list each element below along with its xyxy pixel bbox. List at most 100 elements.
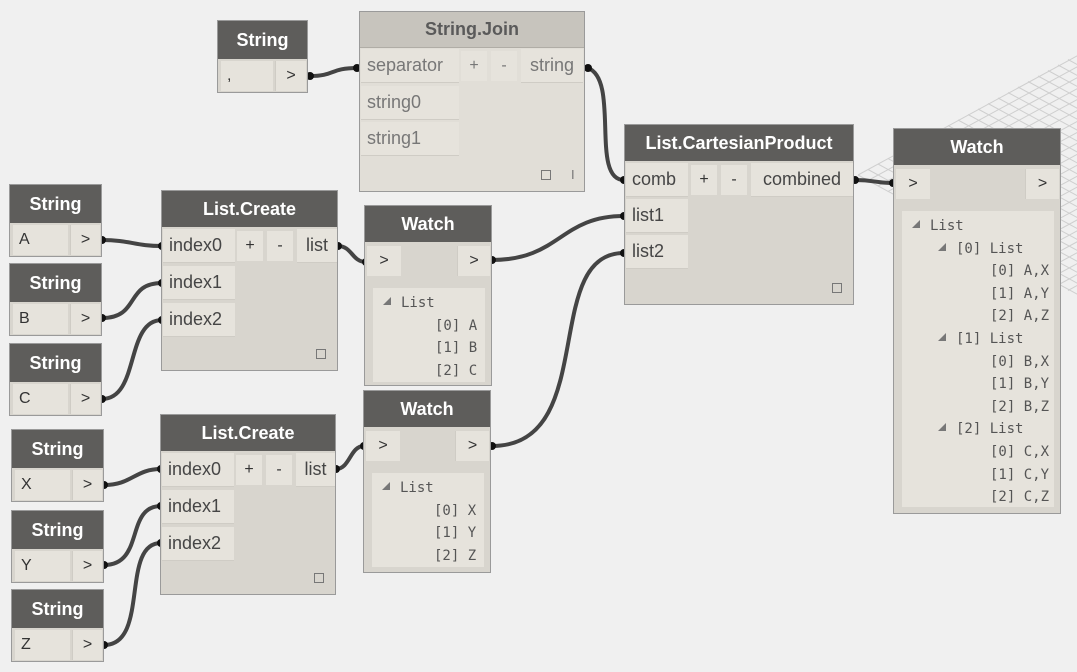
string-node-y[interactable]: String Y > [11, 510, 104, 583]
string-node-x[interactable]: String X > [11, 429, 104, 502]
node-title: Watch [365, 206, 491, 242]
preview-toggle-icon[interactable] [832, 283, 842, 293]
tree-row[interactable]: List [372, 477, 484, 500]
wire-join-to-comb[interactable] [586, 66, 626, 182]
output-port[interactable]: > [72, 551, 102, 581]
output-port[interactable]: > [70, 304, 100, 334]
string-value-input[interactable]: B [13, 304, 68, 334]
node-title: String [10, 344, 101, 382]
wire-watch1-to-list1[interactable] [490, 214, 626, 262]
string-node-separator[interactable]: String , > [217, 20, 308, 93]
input-port-list2[interactable]: list2 [626, 235, 688, 269]
input-port[interactable]: > [367, 246, 401, 276]
list-cartesian-product-node[interactable]: List.CartesianProduct comb + - combined … [624, 124, 854, 305]
node-title: List.Create [161, 415, 335, 451]
watch-node-2[interactable]: Watch > > List [0] X [1] Y [2] Z [363, 390, 491, 573]
output-port[interactable]: > [275, 61, 306, 91]
output-port[interactable]: > [72, 470, 102, 500]
watch-output-tree: List [0] List [0] A,X [1] A,Y [2] A,Z [1… [902, 211, 1054, 507]
string-node-z[interactable]: String Z > [11, 589, 104, 662]
tree-row[interactable]: List [902, 215, 1054, 238]
remove-input-button[interactable]: - [266, 455, 292, 485]
wire-c-to-index2[interactable] [100, 318, 164, 401]
output-port[interactable]: > [1025, 169, 1059, 199]
wire-a-to-index0[interactable] [100, 238, 164, 248]
node-title: List.CartesianProduct [625, 125, 853, 161]
node-title: List.Create [162, 191, 337, 227]
collapse-triangle-icon[interactable] [912, 220, 920, 228]
watch-node-3[interactable]: Watch > > List [0] List [0] A,X [1] A,Y … [893, 128, 1061, 514]
tree-row[interactable]: [1] List [902, 328, 1054, 351]
string-node-b[interactable]: String B > [9, 263, 102, 336]
output-port[interactable]: > [70, 384, 100, 414]
collapse-triangle-icon[interactable] [383, 297, 391, 305]
wire-watch2-to-list2[interactable] [490, 251, 626, 448]
tree-row: [2] B,Z [990, 398, 1050, 415]
add-input-button[interactable]: + [691, 165, 717, 195]
string-node-c[interactable]: String C > [9, 343, 102, 416]
wire-list1-to-watch1[interactable] [336, 244, 368, 264]
collapse-triangle-icon[interactable] [938, 423, 946, 432]
wire-z-to-index2[interactable] [102, 541, 163, 647]
wire-sep-to-join[interactable] [308, 66, 359, 78]
input-port-comb[interactable]: comb [626, 163, 688, 197]
watch-node-1[interactable]: Watch > > List [0] A [1] B [2] C [364, 205, 492, 386]
tree-row[interactable]: [0] List [902, 238, 1054, 261]
input-port-index2[interactable]: index2 [162, 527, 234, 561]
output-port[interactable]: > [457, 246, 490, 276]
node-title: Watch [894, 129, 1060, 165]
output-port[interactable]: > [70, 225, 100, 255]
tree-row: [2] A,Z [990, 308, 1050, 325]
output-port-string[interactable]: string [521, 49, 583, 83]
add-input-button[interactable]: + [237, 231, 263, 261]
string-value-input[interactable]: A [13, 225, 68, 255]
output-port-combined[interactable]: combined [751, 163, 853, 197]
tree-row: [1] B,Y [990, 376, 1050, 393]
add-input-button[interactable]: + [236, 455, 262, 485]
remove-input-button[interactable]: - [267, 231, 293, 261]
collapse-triangle-icon[interactable] [382, 482, 390, 490]
node-title: String [10, 185, 101, 223]
input-port-separator[interactable]: separator [361, 49, 459, 83]
add-input-button[interactable]: + [461, 51, 487, 81]
string-join-node[interactable]: String.Join separator + - string string0… [359, 11, 585, 192]
tree-row[interactable]: List [373, 292, 485, 315]
input-port-string1[interactable]: string1 [361, 122, 459, 156]
string-value-input[interactable]: Z [15, 630, 70, 660]
list-create-node-2[interactable]: List.Create index0 + - list index1 index… [160, 414, 336, 595]
string-value-input[interactable]: C [13, 384, 68, 414]
input-port-list1[interactable]: list1 [626, 199, 688, 233]
remove-input-button[interactable]: - [721, 165, 747, 195]
output-port-list[interactable]: list [297, 229, 337, 263]
string-value-input[interactable]: Y [15, 551, 70, 581]
wire-list2-to-watch2[interactable] [334, 444, 366, 471]
string-value-input[interactable]: , [221, 61, 273, 91]
output-port-list[interactable]: list [296, 453, 335, 487]
input-port-index1[interactable]: index1 [163, 266, 235, 300]
tree-row: [2] Z [434, 547, 477, 564]
list-create-node-1[interactable]: List.Create index0 + - list index1 index… [161, 190, 338, 371]
wire-b-to-index1[interactable] [100, 281, 164, 320]
output-port[interactable]: > [455, 431, 489, 461]
input-port-index2[interactable]: index2 [163, 303, 235, 337]
collapse-triangle-icon[interactable] [938, 242, 946, 251]
input-port-index0[interactable]: index0 [162, 453, 234, 487]
collapse-triangle-icon[interactable] [938, 332, 946, 341]
input-port-string0[interactable]: string0 [361, 86, 459, 120]
input-port-index1[interactable]: index1 [162, 490, 234, 524]
input-port-index0[interactable]: index0 [163, 229, 235, 263]
remove-input-button[interactable]: - [491, 51, 517, 81]
wire-y-to-index1[interactable] [102, 504, 163, 567]
preview-toggle-icon[interactable] [316, 349, 326, 359]
preview-toggle-icon[interactable] [541, 170, 551, 180]
string-value-input[interactable]: X [15, 470, 70, 500]
preview-toggle-icon[interactable] [314, 573, 324, 583]
string-node-a[interactable]: String A > [9, 184, 102, 257]
tree-row[interactable]: [2] List [902, 418, 1054, 441]
output-port[interactable]: > [72, 630, 102, 660]
input-port[interactable]: > [896, 169, 930, 199]
wire-x-to-index0[interactable] [102, 467, 163, 487]
wire-combined-to-watch3[interactable] [853, 178, 895, 185]
input-port[interactable]: > [366, 431, 400, 461]
text-cursor-icon: I [571, 167, 575, 182]
